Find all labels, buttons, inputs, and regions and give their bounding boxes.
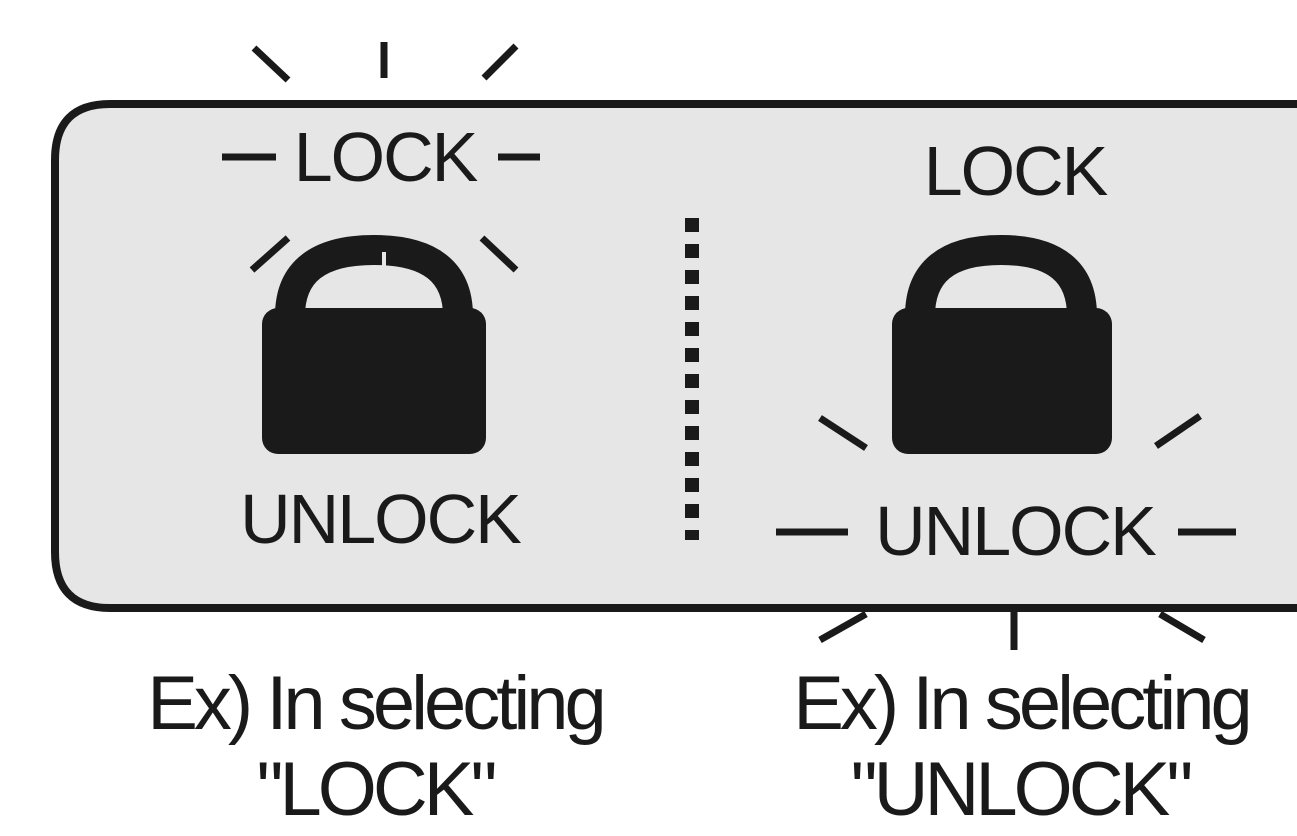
right-lock-label: LOCK bbox=[923, 132, 1109, 210]
blink-rays-icon bbox=[222, 42, 540, 273]
padlock-icon bbox=[262, 234, 486, 454]
right-caption-line1: Ex) In selecting bbox=[793, 661, 1253, 746]
left-unlock-label: UNLOCK bbox=[240, 480, 522, 558]
right-unlock-label: UNLOCK bbox=[875, 492, 1157, 570]
left-caption-line2: "LOCK" bbox=[256, 747, 498, 832]
left-caption-line1: Ex) In selecting bbox=[147, 661, 607, 746]
blink-rays-icon bbox=[776, 413, 1236, 650]
right-caption-line2: "UNLOCK" bbox=[850, 747, 1194, 832]
padlock-icon bbox=[892, 234, 1112, 454]
left-lock-label: LOCK bbox=[293, 118, 479, 196]
option-panel bbox=[51, 100, 1297, 612]
